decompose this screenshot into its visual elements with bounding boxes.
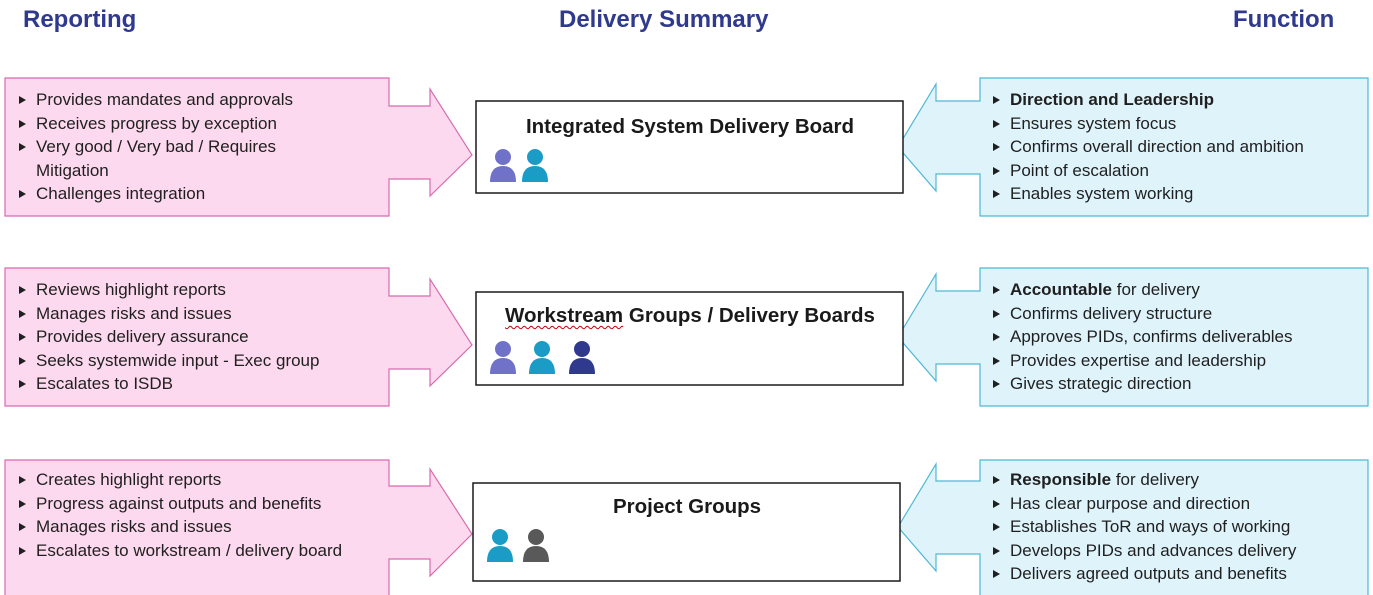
person-icon (529, 341, 555, 374)
person-icon (569, 341, 595, 374)
function-item: Delivers agreed outputs and benefits (990, 562, 1365, 586)
board-title-workstream: Workstream Groups / Delivery Boards (476, 302, 904, 329)
reporting-list-3: Creates highlight reports Progress again… (16, 468, 384, 562)
person-icon (487, 529, 513, 562)
reporting-heading: Reporting (23, 6, 137, 33)
function-heading: Function (1233, 6, 1335, 33)
function-item: Responsible for delivery (990, 468, 1365, 492)
function-item-text: Confirms delivery structure (1010, 303, 1213, 323)
board-title-project: Project Groups (612, 495, 762, 518)
function-item-text: Ensures system focus (1010, 113, 1177, 133)
function-item-text: Enables system working (1010, 184, 1194, 203)
function-arrow-2 (897, 267, 1369, 407)
function-item: Has clear purpose and direction (990, 492, 1365, 516)
function-item-text: Delivers agreed outputs and benefits (1010, 564, 1287, 583)
reporting-item: Receives progress by exception (16, 112, 384, 136)
function-item: Point of escalation (990, 159, 1365, 183)
reporting-item: Provides delivery assurance (16, 325, 384, 349)
function-item-text: Provides expertise and leadership (1010, 350, 1267, 370)
function-item-text: Has clear purpose and direction (1010, 493, 1251, 513)
function-item-text: for delivery (1112, 280, 1200, 299)
reporting-item: Progress against outputs and benefits (16, 492, 384, 516)
person-icon (522, 149, 548, 182)
reporting-list-1: Provides mandates and approvals Receives… (16, 88, 384, 206)
function-item: Approves PIDs, confirms deliverables (990, 325, 1365, 349)
reporting-item: Provides mandates and approvals (16, 88, 384, 112)
function-arrow-3 (897, 459, 1369, 595)
function-item: Direction and Leadership (990, 88, 1365, 112)
function-item-bold: Responsible (1010, 470, 1112, 489)
reporting-item: Very good / Very bad / Requires Mitigati… (16, 135, 336, 182)
delivery-summary-heading: Delivery Summary (559, 6, 769, 33)
function-item: Ensures system focus (990, 112, 1365, 136)
reporting-item: Challenges integration (16, 182, 384, 206)
function-item-bold: Accountable (1010, 280, 1113, 299)
reporting-arrow-1 (4, 77, 473, 217)
reporting-item: Manages risks and issues (16, 302, 384, 326)
function-item-text: Confirms overall direction and ambition (1010, 137, 1304, 156)
board-title-workstream-word: Workstream (505, 304, 624, 327)
function-list-3: Responsible for delivery Has clear purpo… (990, 468, 1365, 586)
function-item: Confirms overall direction and ambition (990, 135, 1365, 159)
reporting-item: Escalates to workstream / delivery board (16, 539, 346, 563)
board-box-3 (472, 482, 901, 582)
function-item-text: Establishes ToR and ways of working (1010, 517, 1291, 536)
function-item: Accountable for delivery (990, 278, 1365, 302)
function-item-text: Approves PIDs, confirms deliverables (1010, 327, 1293, 346)
function-item: Provides expertise and leadership (990, 349, 1365, 373)
person-icon (490, 149, 516, 182)
function-item: Confirms delivery structure (990, 302, 1365, 326)
reporting-item: Manages risks and issues (16, 515, 384, 539)
function-item-text: Gives strategic direction (1010, 374, 1192, 393)
function-item: Develops PIDs and advances delivery (990, 539, 1365, 563)
function-item-bold: Direction and Leadership (1010, 90, 1215, 109)
board-title-isdb: Integrated System Delivery Board (525, 115, 855, 138)
function-list-2: Accountable for delivery Confirms delive… (990, 278, 1365, 396)
reporting-arrow-2 (4, 267, 473, 407)
reporting-item: Reviews highlight reports (16, 278, 384, 302)
function-item-text: Develops PIDs and advances delivery (1010, 540, 1297, 560)
person-icon (490, 341, 516, 374)
function-item-text: Point of escalation (1010, 160, 1149, 180)
function-item-text: for delivery (1111, 470, 1199, 489)
reporting-item: Escalates to ISDB (16, 372, 384, 396)
function-list-1: Direction and Leadership Ensures system … (990, 88, 1365, 206)
function-item: Enables system working (990, 182, 1365, 206)
function-item: Establishes ToR and ways of working (990, 515, 1365, 539)
person-icon (523, 529, 549, 562)
reporting-item: Creates highlight reports (16, 468, 384, 492)
board-title-workstream-rest: Groups / Delivery Boards (623, 304, 875, 327)
reporting-arrow-3 (4, 459, 473, 595)
reporting-item: Seeks systemwide input - Exec group (16, 349, 384, 373)
function-item: Gives strategic direction (990, 372, 1365, 396)
reporting-list-2: Reviews highlight reports Manages risks … (16, 278, 384, 396)
function-arrow-1 (897, 77, 1369, 217)
